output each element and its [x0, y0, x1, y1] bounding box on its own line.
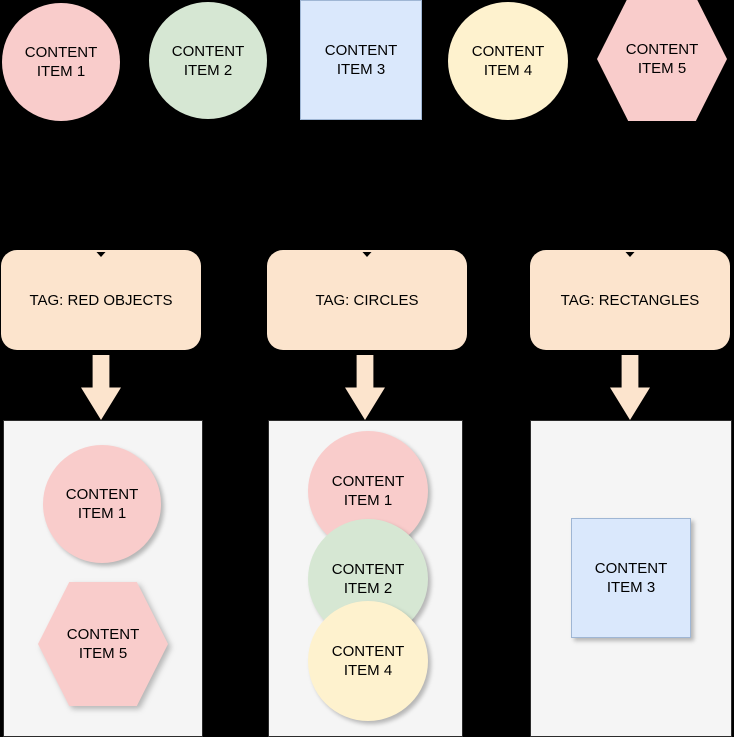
- content-item-5-shape: CONTENT ITEM 5: [597, 0, 727, 121]
- tag-red-objects: TAG: RED OBJECTS: [1, 250, 201, 350]
- bin-rectangles: CONTENT ITEM 3: [530, 420, 732, 737]
- tag-circles-label: TAG: CIRCLES: [315, 291, 419, 309]
- connector-arrowhead-icon: [96, 252, 106, 257]
- content-item-3-shape: CONTENT ITEM 3: [300, 0, 422, 120]
- connector-arrowhead-icon: [362, 252, 372, 257]
- bin-item-content-item-4: CONTENT ITEM 4: [308, 601, 428, 721]
- bin-item-label: CONTENT ITEM 1: [331, 473, 405, 509]
- bin-item-content-item-1: CONTENT ITEM 1: [43, 445, 161, 563]
- bin-item-label: CONTENT ITEM 4: [331, 643, 405, 679]
- tag-rectangles: TAG: RECTANGLES: [530, 250, 730, 350]
- content-item-1-shape: CONTENT ITEM 1: [2, 3, 120, 121]
- bin-item-label: CONTENT ITEM 3: [594, 560, 668, 596]
- bin-red-objects: CONTENT ITEM 1 CONTENT ITEM 5: [3, 420, 203, 737]
- tag-circles: TAG: CIRCLES: [267, 250, 467, 350]
- down-arrow-icon: [610, 355, 650, 420]
- content-item-3-label: CONTENT ITEM 3: [324, 42, 398, 78]
- down-arrow-icon: [345, 355, 385, 420]
- hexagon-icon: CONTENT ITEM 5: [38, 582, 168, 706]
- bin-item-content-item-3: CONTENT ITEM 3: [571, 518, 691, 638]
- connector-arrowhead-icon: [625, 252, 635, 257]
- bin-item-label: CONTENT ITEM 1: [65, 486, 139, 522]
- content-item-4-label: CONTENT ITEM 4: [471, 43, 545, 79]
- bin-circles: CONTENT ITEM 1 CONTENT ITEM 2 CONTENT IT…: [268, 420, 463, 737]
- bin-item-label: CONTENT ITEM 2: [331, 561, 405, 597]
- content-item-1-label: CONTENT ITEM 1: [24, 44, 98, 80]
- content-item-4-shape: CONTENT ITEM 4: [448, 2, 568, 120]
- tag-red-objects-label: TAG: RED OBJECTS: [29, 291, 173, 309]
- down-arrow-icon: [81, 355, 121, 420]
- content-item-2-label: CONTENT ITEM 2: [171, 42, 245, 79]
- hexagon-icon: CONTENT ITEM 5: [597, 0, 727, 121]
- content-item-5-label: CONTENT ITEM 5: [625, 41, 699, 77]
- bin-item-content-item-5: CONTENT ITEM 5: [38, 582, 168, 706]
- content-item-2-shape: CONTENT ITEM 2: [149, 2, 267, 119]
- bin-item-label: CONTENT ITEM 5: [66, 626, 140, 662]
- tag-rectangles-label: TAG: RECTANGLES: [560, 291, 700, 309]
